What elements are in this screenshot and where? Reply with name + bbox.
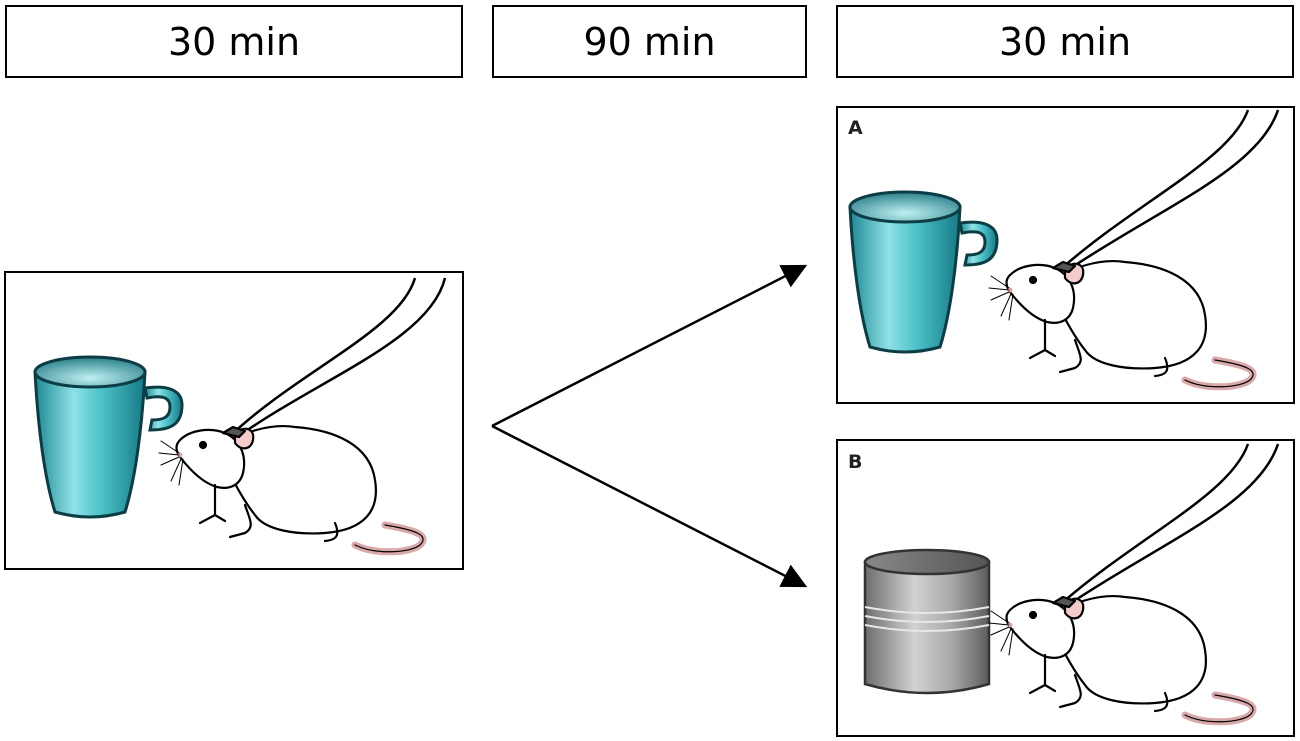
tether-cable-a-outer <box>1061 109 1250 269</box>
tether-cable-left-inner <box>235 277 447 440</box>
arrow-to-novel <box>491 424 808 588</box>
header-delay-text: 90 min <box>583 19 716 64</box>
arrow-to-familiar <box>491 264 808 428</box>
tether-cable-a-inner <box>1067 109 1280 272</box>
panel-b-label: B <box>848 451 862 473</box>
panel-a-label: A <box>848 117 863 139</box>
header-test-text: 30 min <box>998 19 1132 64</box>
header-test-duration: 30 min <box>836 5 1294 78</box>
header-training-text: 30 min <box>167 19 301 64</box>
tether-cable-b-outer <box>1061 443 1250 604</box>
tether-cable-b-inner <box>1067 443 1280 607</box>
novel-can-test <box>863 548 991 695</box>
header-delay-duration: 90 min <box>492 5 807 78</box>
tether-cable-left-outer <box>229 277 417 437</box>
header-training-duration: 30 min <box>5 5 463 78</box>
